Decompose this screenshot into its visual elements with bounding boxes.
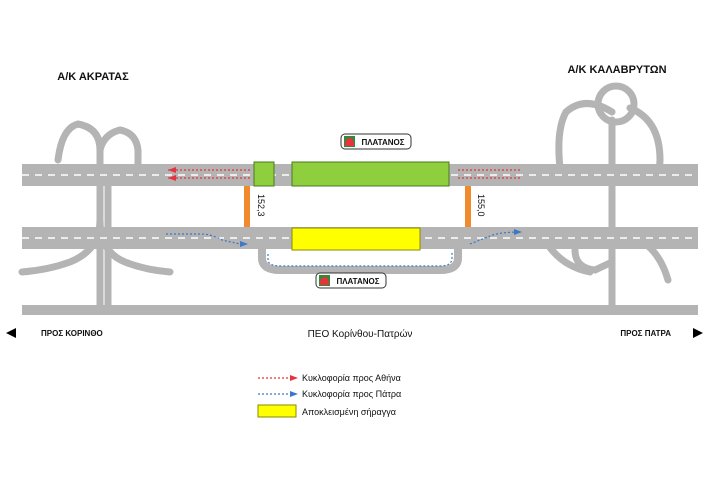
toward-patra-label: ΠΡΟΣ ΠΑΤΡΑ [620, 329, 671, 338]
legend-closed-swatch [257, 404, 297, 418]
tunnel-sign-bottom-label: ΠΛΑΤΑΝΟΣ [336, 277, 379, 286]
legend: Κυκλοφορία προς Αθήνα Κυκλοφορία προς Πά… [257, 373, 401, 418]
left-ramp-outer-north [54, 120, 104, 309]
toward-korinthos-label: ΠΡΟΣ ΚΟΡΙΝΘΟ [41, 329, 103, 338]
flow-to-athens [168, 169, 522, 179]
right-ramp-south-loop [571, 246, 616, 274]
tunnel-sign-bottom: ΠΛΑΤΑΝΟΣ [315, 272, 387, 289]
small-open-tunnel [253, 161, 275, 187]
legend-patra-arrow [290, 391, 298, 397]
flow-patra-detour [267, 252, 453, 267]
arrow-athens-2 [168, 175, 176, 181]
old-national-road [22, 305, 698, 315]
right-interchange-ramps [541, 100, 672, 309]
arrow-left-icon [6, 328, 16, 338]
left-interchange-ramps [18, 120, 174, 309]
legend-closed-label: Αποκλεισμένη σήραγγα [302, 407, 396, 417]
closed-tunnel-to-patra [291, 227, 421, 251]
km-marker-right: 155,0 [476, 194, 486, 217]
tunnel-icon-portal [320, 277, 329, 285]
right-interchange-label: Α/Κ ΚΑΛΑΒΡΥΤΩΝ [567, 64, 666, 76]
tunnel-sign-top-box [340, 133, 412, 150]
legend-athens-arrow [290, 375, 298, 381]
right-roundabout [594, 82, 638, 126]
km-marker-left: 152,3 [256, 194, 266, 217]
tunnel-sign-top-label: ΠΛΑΤΑΝΟΣ [361, 138, 404, 147]
arrow-athens-1 [168, 167, 176, 173]
arrow-patra-1 [240, 241, 248, 247]
tunnel-sign-bottom-box [315, 272, 387, 289]
open-tunnel-to-athens [291, 161, 450, 187]
old-road-name: ΠΕΟ Κορίνθου-Πατρών [308, 328, 413, 340]
legend-athens-label: Κυκλοφορία προς Αθήνα [302, 373, 401, 383]
tunnel-icon-portal [345, 138, 354, 146]
flow-patra-west [166, 233, 241, 245]
legend-patra-label: Κυκλοφορία προς Πάτρα [302, 389, 401, 399]
tunnel-sign-top: ΠΛΑΤΑΝΟΣ [340, 133, 412, 150]
crossover-left [244, 186, 250, 227]
detour-loop [258, 249, 462, 274]
left-ramp-inner-north [96, 126, 142, 174]
arrow-right-icon [693, 328, 703, 338]
crossover-right [465, 186, 471, 227]
left-interchange-label: Α/Κ ΑΚΡΑΤΑΣ [57, 71, 129, 83]
arrow-patra-2 [514, 229, 522, 235]
